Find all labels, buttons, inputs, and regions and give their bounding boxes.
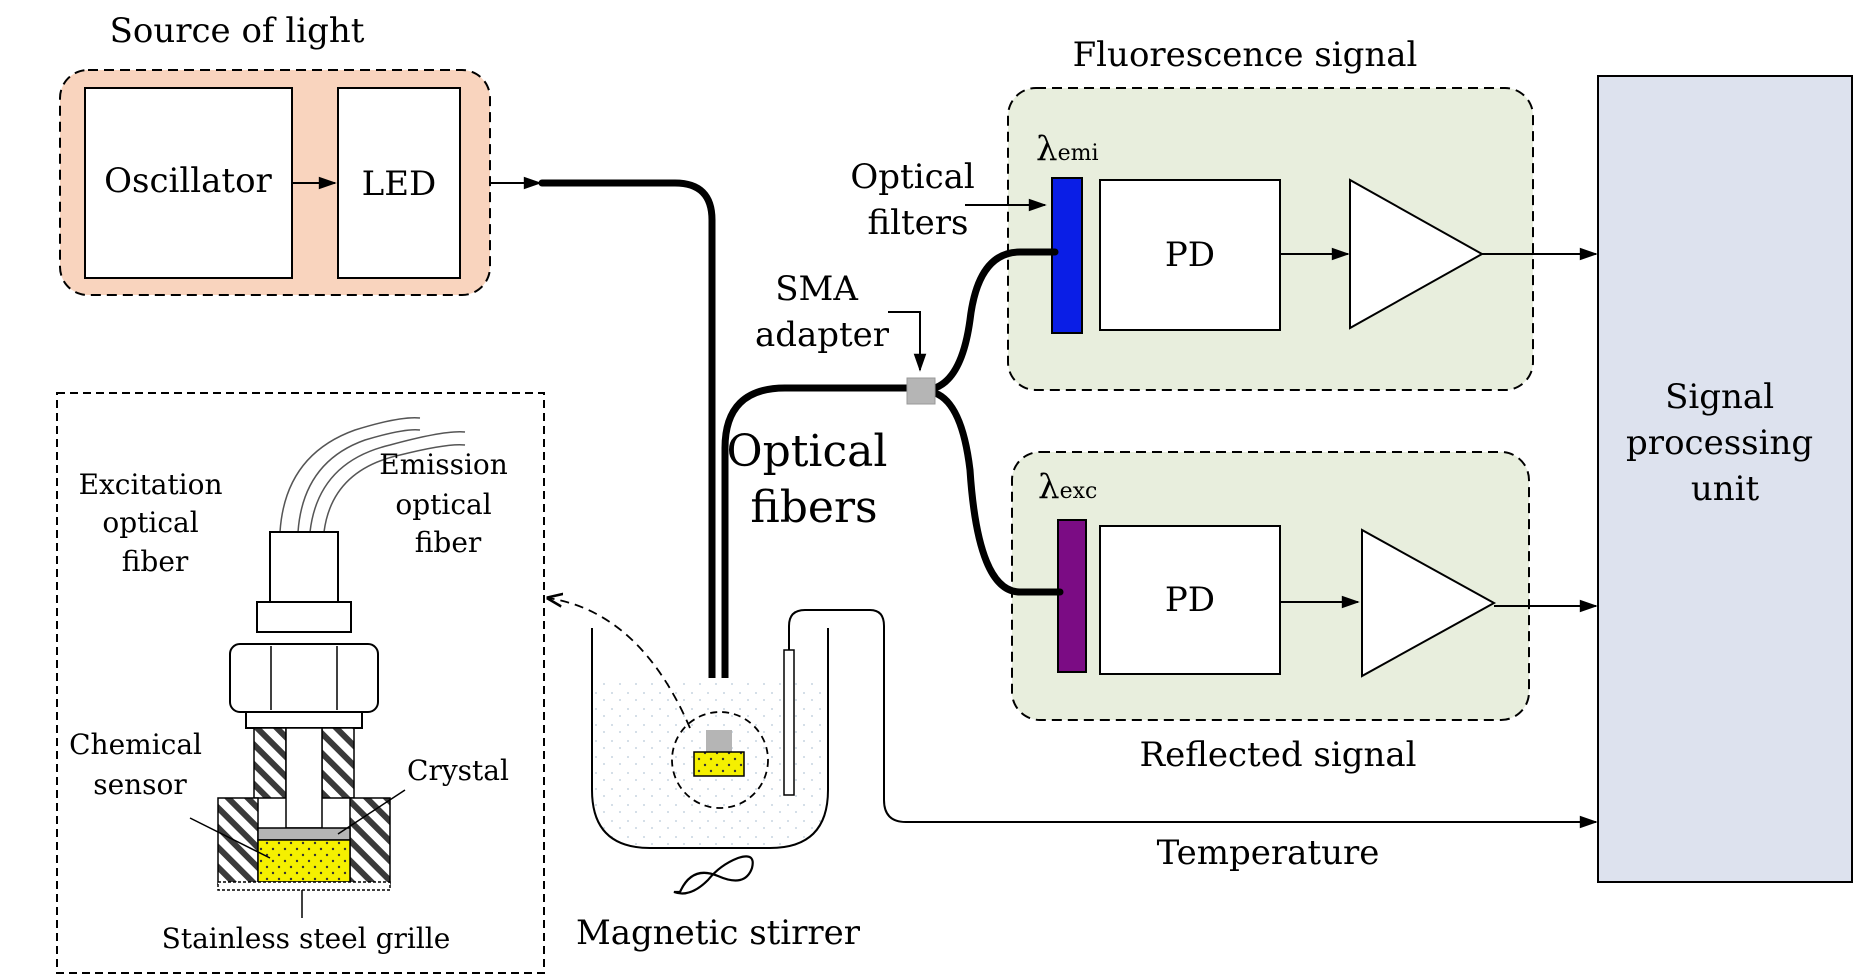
probe-body-left (217, 797, 259, 885)
fiber-labels: Optical filters SMA adapter Optical fibe… (727, 157, 1047, 533)
temperature-probe (783, 649, 795, 796)
reflected-title: Reflected signal (1139, 735, 1416, 775)
led-fiber (538, 179, 716, 739)
fluorescence-branch-fiber (931, 248, 1059, 392)
probe-washer (245, 711, 363, 729)
fluorescence-title: Fluorescence signal (1073, 35, 1418, 75)
excitation-fiber-curve-inner (297, 428, 421, 533)
lambda-exc-label: λexc (1038, 467, 1097, 507)
probe-grille (217, 881, 391, 891)
reflected-pd-label: PD (1165, 580, 1215, 620)
reflected-branch-fiber (931, 389, 1064, 596)
probe-detail-inset: Excitation optical fiber Emission optica… (56, 392, 545, 974)
optical-fibers-label: Optical fibers (727, 426, 902, 533)
chemical-sensor-label: Chemical sensor (69, 728, 211, 801)
return-fiber (721, 384, 919, 739)
temperature-label: Temperature (1157, 833, 1380, 873)
lambda-emi-label: λemi (1036, 129, 1098, 169)
sma-adapter-arrow (888, 311, 927, 372)
optical-filters-label: Optical filters (850, 157, 985, 243)
source-of-light-group: Source of light Oscillator LED (59, 11, 542, 296)
probe-body-right (349, 797, 391, 885)
chemical-sensor-leader (189, 817, 271, 859)
probe-thread-left (253, 727, 287, 799)
excitation-fiber-curve-outer (279, 417, 421, 533)
oscillator-box (84, 87, 293, 279)
beaker-assembly: Magnetic stirrer (548, 598, 1598, 953)
signal-processing-unit: Signal processing unit (1597, 75, 1853, 883)
fluorescence-amplifier (1349, 178, 1485, 330)
probe-core (285, 727, 323, 829)
reflected-group: λexc PD Reflected signal (1011, 451, 1598, 775)
probe-chemical-sensor (257, 839, 351, 883)
led-label: LED (362, 164, 437, 204)
temperature-wire (788, 609, 1598, 829)
probe-collar (256, 601, 352, 633)
oscillator-label: Oscillator (104, 161, 272, 201)
fluorescence-pd-label: PD (1165, 235, 1215, 275)
excitation-fiber-label: Excitation optical fiber (79, 468, 232, 578)
excitation-filter (1057, 519, 1087, 673)
beaker (591, 628, 829, 849)
signal-processing-label: Signal processing unit (1626, 377, 1824, 509)
led-box (337, 87, 461, 279)
stir-bar-icon (673, 855, 754, 895)
reflected-amplifier (1361, 528, 1497, 678)
magnetic-stirrer-label: Magnetic stirrer (576, 913, 861, 953)
probe-connector (269, 531, 339, 603)
probe-crystal-layer (257, 827, 351, 841)
sensor-magnifier-circle (671, 711, 769, 809)
sensor-head-grey (706, 730, 732, 752)
sma-adapter (906, 377, 936, 405)
probe-hex-nut (229, 643, 379, 713)
crystal-leader (337, 789, 406, 835)
signal-processing-box (1597, 75, 1853, 883)
fluorescence-group: Fluorescence signal λemi PD (1007, 35, 1598, 391)
sensor-crystal-small (693, 751, 745, 777)
emission-filter (1051, 177, 1083, 334)
emission-fiber-curve-outer (309, 431, 466, 533)
emission-fiber-curve-inner (323, 443, 466, 533)
emission-fiber-label: Emission optical fiber (379, 448, 516, 559)
grille-label: Stainless steel grille (162, 922, 451, 955)
magnifier-arrow (548, 598, 691, 729)
sma-adapter-label: SMA adapter (755, 269, 890, 355)
probe-thread-right (321, 727, 355, 799)
source-of-light-title: Source of light (110, 11, 365, 51)
reflected-pd-box (1099, 525, 1281, 675)
optical-fibers (538, 179, 1064, 739)
crystal-label: Crystal (407, 754, 509, 787)
